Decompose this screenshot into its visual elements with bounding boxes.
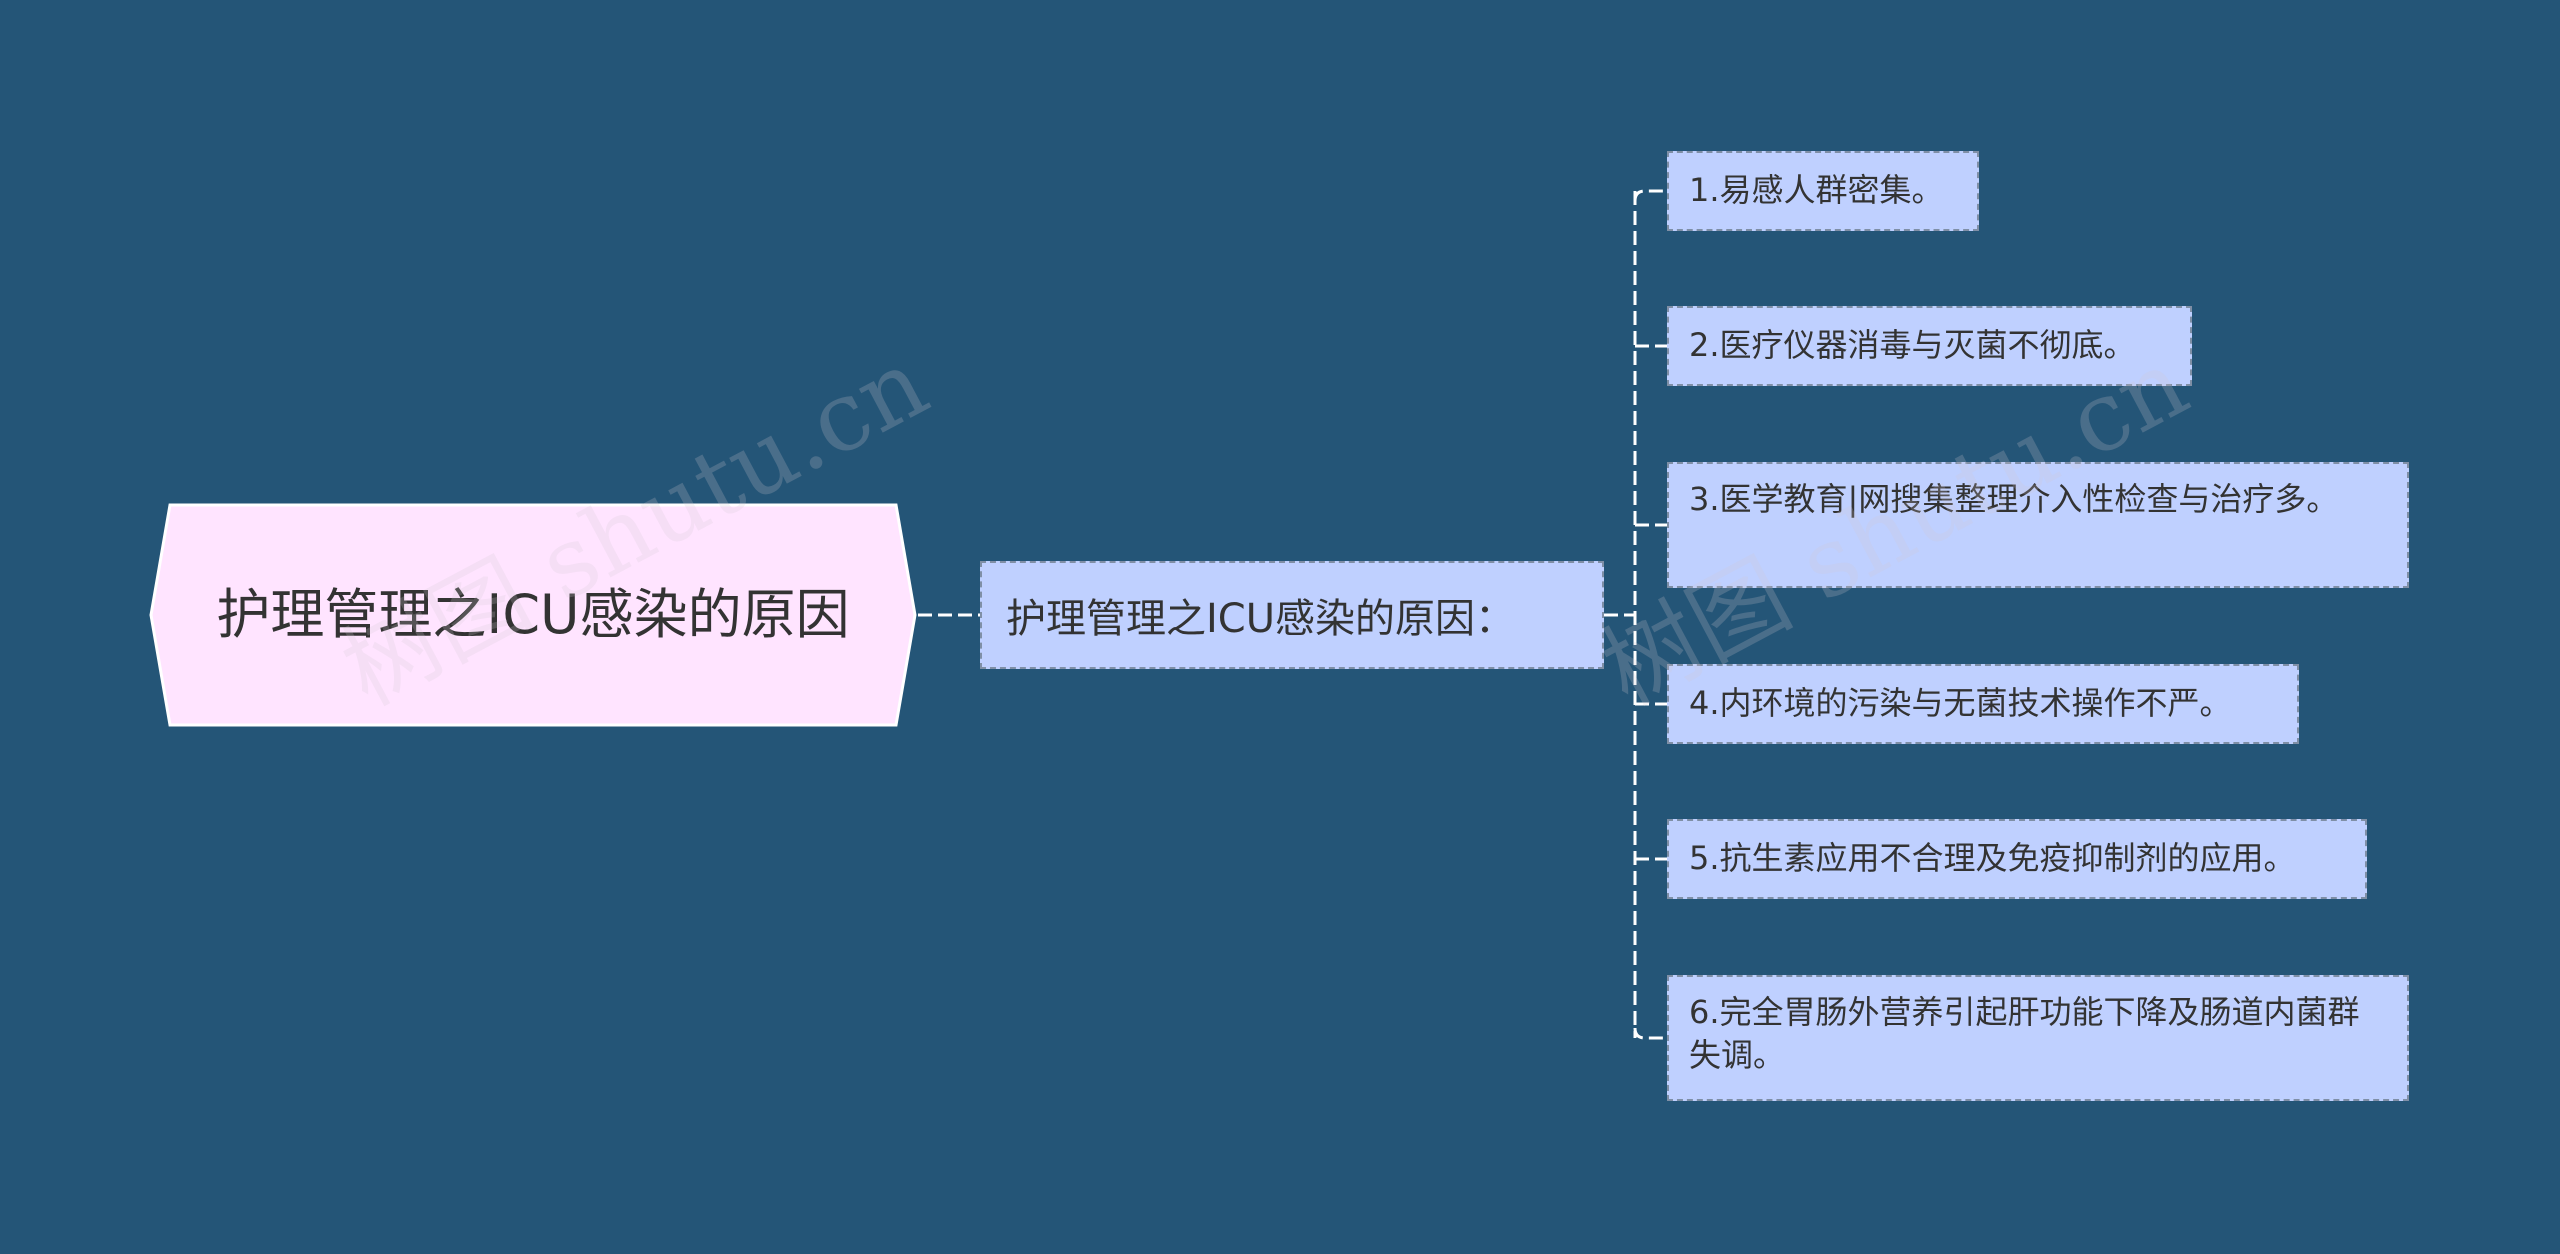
leaf-node-1[interactable]: 1.易感人群密集。 xyxy=(1667,151,1979,231)
leaf-node-4[interactable]: 4.内环境的污染与无菌技术操作不严。 xyxy=(1667,664,2299,744)
leaf-node-5[interactable]: 5.抗生素应用不合理及免疫抑制剂的应用。 xyxy=(1667,819,2367,899)
branch-line-6 xyxy=(1633,1027,1667,1040)
root-hexagon-shape xyxy=(149,503,917,727)
subtopic-node[interactable]: 护理管理之ICU感染的原因： xyxy=(980,561,1604,669)
root-topic-node[interactable]: 护理管理之ICU感染的原因 xyxy=(148,502,918,728)
branch-line-1 xyxy=(1633,189,1667,202)
leaf-node-3[interactable]: 3.医学教育|网搜集整理介入性检查与治疗多。 xyxy=(1667,462,2409,588)
leaf-node-6[interactable]: 6.完全胃肠外营养引起肝功能下降及肠道内菌群失调。 xyxy=(1667,975,2409,1101)
root-topic-label: 护理管理之ICU感染的原因 xyxy=(216,582,850,646)
leaf-node-2[interactable]: 2.医疗仪器消毒与灭菌不彻底。 xyxy=(1667,306,2192,386)
